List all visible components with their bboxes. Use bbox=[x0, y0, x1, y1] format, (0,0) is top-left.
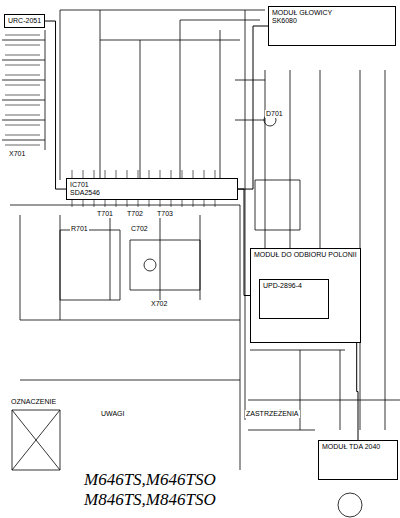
component-label: X701 bbox=[8, 150, 26, 158]
component-label: T701 bbox=[96, 210, 114, 218]
component-label: R701 bbox=[70, 225, 89, 233]
part-type: SK6080 bbox=[272, 17, 392, 25]
connector-box: URC-2051 bbox=[4, 14, 45, 28]
component-label: C702 bbox=[130, 225, 149, 233]
module-box: MODUŁ TDA 2040 bbox=[318, 440, 398, 480]
part-type: SDA2546 bbox=[70, 189, 234, 197]
part-name: MODUŁ DO ODBIORU POLONII bbox=[254, 251, 357, 259]
wire-connector bbox=[45, 21, 66, 189]
component-label: T703 bbox=[156, 210, 174, 218]
component-label: T702 bbox=[126, 210, 144, 218]
module-box: UPD-2896-4 bbox=[259, 279, 329, 319]
note-heading: OZNACZENIE bbox=[10, 398, 57, 406]
part-name: URC-2051 bbox=[8, 17, 41, 25]
module-box: MODUŁ GŁOWICYSK6080 bbox=[268, 6, 396, 46]
model-caption: M646TS,M646TSO M846TS,M846TSO bbox=[84, 470, 234, 509]
module-box: MODUŁ DO ODBIORU POLONII UPD-2896-4 bbox=[250, 248, 361, 343]
note-heading: ZASTRZEŻENIA bbox=[245, 410, 300, 418]
component-label: X702 bbox=[150, 300, 168, 308]
ic-chip: IC701SDA2546 bbox=[66, 178, 238, 200]
part-name: IC701 bbox=[70, 181, 234, 189]
part-name: MODUŁ TDA 2040 bbox=[322, 443, 394, 451]
part-name: UPD-2896-4 bbox=[263, 282, 325, 290]
wire-connector bbox=[238, 189, 250, 295]
wire-connector bbox=[357, 343, 358, 440]
component-label: D701 bbox=[265, 110, 284, 118]
wire-connector bbox=[238, 26, 268, 189]
note-heading: UWAGI bbox=[100, 410, 125, 418]
part-name: MODUŁ GŁOWICY bbox=[272, 9, 392, 17]
